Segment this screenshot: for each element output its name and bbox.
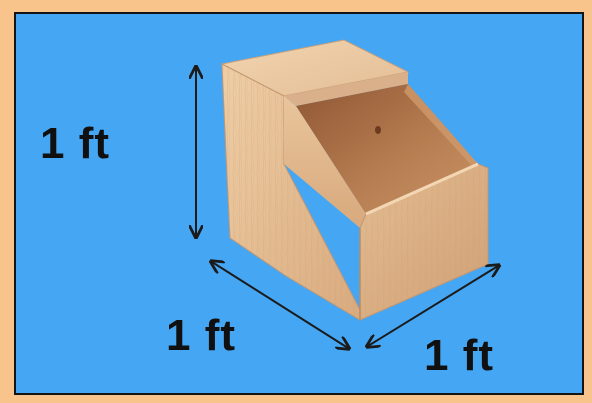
width-label: 1 ft [424,331,494,380]
wooden-box-icon [220,39,489,321]
image-panel: 1 ft 1 ft 1 ft [14,12,584,395]
depth-label: 1 ft [166,311,236,360]
height-label: 1 ft [40,119,110,168]
wooden-box-illustration [16,39,584,395]
depth-arrow-icon [212,262,348,348]
width-arrow-icon [368,266,498,346]
